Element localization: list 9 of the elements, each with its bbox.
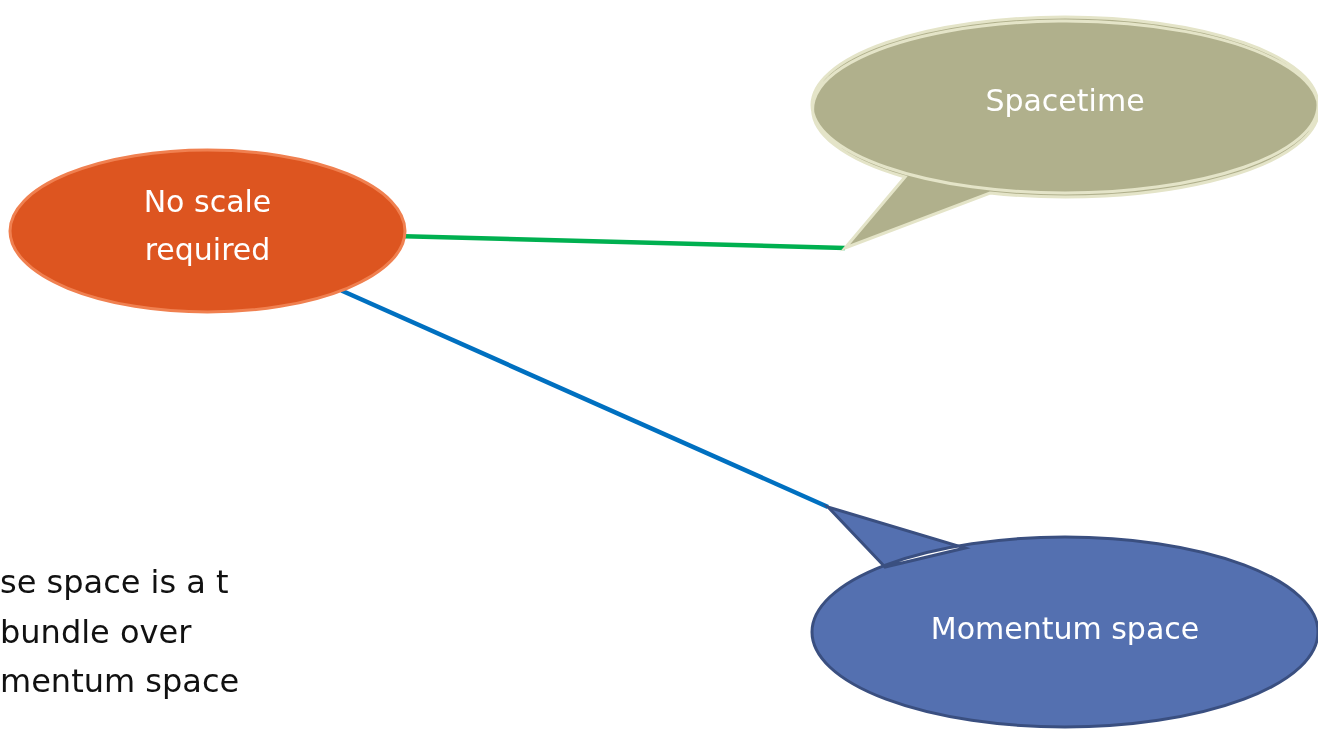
note-text: se space is a t bundle over mentum space (0, 562, 241, 703)
connector-line (340, 288, 829, 510)
node-label: Spacetime (984, 82, 1146, 120)
speech-bubble (810, 15, 1318, 251)
oval-node (10, 150, 405, 312)
connector-line (404, 234, 846, 251)
node-label: Momentum space (929, 610, 1201, 648)
speech-bubble (810, 505, 1318, 731)
node-label: No scale required (142, 183, 273, 269)
